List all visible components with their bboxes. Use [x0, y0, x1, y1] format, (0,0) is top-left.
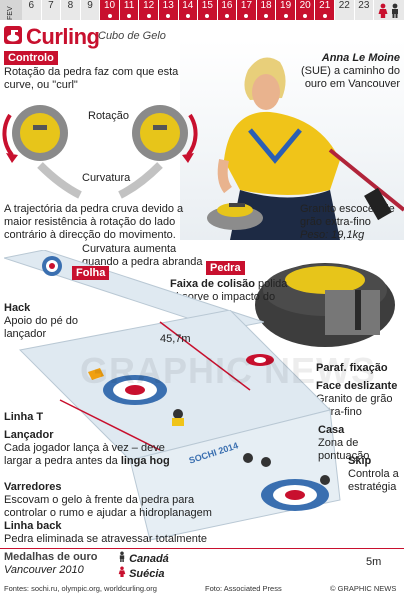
calendar-day-active: 10: [100, 0, 120, 20]
calendar-day-active: 14: [178, 0, 199, 20]
calendar-day-active: 19: [276, 0, 296, 20]
calendar-day: 6: [22, 0, 42, 20]
sliding-face-title: Face deslizante: [316, 380, 398, 392]
curvature-note: Curvatura aumenta quando a pedra abranda: [82, 243, 203, 268]
calendar-day-active: 20: [295, 0, 316, 20]
gender-icons: [374, 0, 404, 20]
varredores-text: Escovam o gelo à frente da pedra para co…: [4, 494, 212, 519]
controlo-tag: Controlo: [4, 51, 58, 65]
medal-men-country: Canadá: [129, 553, 169, 565]
casa-label: Casa Zona de pontuação: [318, 424, 402, 463]
calendar-day-active: 21: [315, 0, 335, 20]
sheet-width: 5m: [366, 556, 382, 568]
small-stone: [207, 203, 263, 230]
calendar-day-active: 15: [198, 0, 218, 20]
calendar-day-active: 18: [256, 0, 277, 20]
medals-title: Medalhas de ouro: [4, 551, 98, 563]
lancador-text: Cada jogador lança à vez – deve largar a…: [4, 442, 165, 467]
calendar-day: 7: [42, 0, 62, 20]
calendar-day: 8: [61, 0, 81, 20]
calendar-day-active: 17: [237, 0, 257, 20]
hack-label: Hack Apoio do pé do lançador: [4, 302, 84, 341]
collision-band: Faixa de colisão polida absorve o impact…: [170, 278, 300, 317]
stone-cross-section: [255, 263, 395, 347]
curvature-label: Curvatura: [82, 172, 131, 184]
linha-back-label: Linha back Pedra eliminada se atravessar…: [4, 520, 244, 546]
lancador-title: Lançador: [4, 429, 54, 441]
calendar-day: 9: [81, 0, 101, 20]
linha-back-title: Linha back: [4, 520, 62, 532]
footer-sources: Fontes: sochi.ru, olympic.org, worldcurl…: [4, 584, 157, 593]
casa-text: Zona de pontuação: [318, 437, 370, 462]
athlete-info: (SUE) a caminho do ouro em Vancouver: [300, 65, 400, 90]
skip-text: Controla a estratégia: [348, 468, 399, 493]
medals-divider: [0, 548, 404, 549]
sheet-main: [18, 310, 341, 541]
curling-icon: [4, 26, 22, 44]
controlo-description: A trajectória da pedra cruva devido a ma…: [4, 203, 184, 241]
folha-tag: Folha: [72, 266, 110, 280]
hack-text: Apoio do pé do lançador: [4, 315, 79, 340]
athlete-photo: [180, 40, 404, 240]
female-icon: [378, 3, 388, 18]
varredores-title: Varredores: [4, 481, 62, 493]
page-title: Curling: [26, 24, 100, 49]
lancador-label: Lançador Cada jogador lança à vez – deve…: [4, 429, 174, 468]
footer-photo: Foto: Associated Press: [205, 584, 282, 593]
footer-credit: © GRAPHIC NEWS: [330, 584, 397, 593]
skip-title: Skip: [348, 455, 372, 467]
hack-title: Hack: [4, 302, 31, 314]
male-icon: [119, 551, 125, 562]
medals-subtitle: Vancouver 2010: [4, 564, 84, 576]
page-subtitle: Cubo de Gelo: [98, 30, 166, 42]
calendar-day-active: 11: [119, 0, 140, 20]
calendar-day-active: 12: [139, 0, 159, 20]
skip-label: Skip Controla a estratégia: [348, 455, 402, 494]
calendar-day-active: 13: [158, 0, 179, 20]
bolt-label: Paraf. fixação: [316, 362, 388, 374]
pedra-tag: Pedra: [206, 261, 245, 275]
rotation-diagram: [2, 105, 198, 199]
female-icon: [118, 566, 126, 577]
calendar-day: 23: [355, 0, 375, 20]
linha-back-text: Pedra eliminada se atravessar totalmente: [4, 533, 207, 545]
medal-men: Canadá: [118, 551, 169, 566]
stone-description: Granito escocês de grão extra-fino Peso:…: [300, 203, 400, 242]
controlo-text: Rotação da pedra faz com que esta curve,…: [4, 66, 179, 91]
calendar-strip: FEV 6 7 8 9 10 11 12 13 14 15 16 17 18 1…: [0, 0, 404, 20]
athlete-name: Anna Le Moine: [321, 52, 400, 64]
male-icon: [392, 3, 399, 18]
medals-header: Medalhas de ouro Vancouver 2010: [4, 551, 114, 577]
watermark: GRAPHIC NEWS: [80, 350, 377, 391]
calendar-day-active: 16: [217, 0, 238, 20]
hog-line-text: linga hog: [120, 455, 170, 467]
stone-weight: Peso: 19,1kg: [300, 229, 365, 241]
collision-band-title: Faixa de colisão: [170, 278, 255, 290]
medal-women-country: Suécia: [129, 568, 165, 580]
varredores-label: Varredores Escovam o gelo à frente da pe…: [4, 481, 224, 520]
athlete-caption: Anna Le Moine (SUE) a caminho do ouro em…: [300, 52, 400, 91]
stone-material: Granito escocês de grão extra-fino: [300, 203, 395, 228]
calendar-day: 22: [335, 0, 355, 20]
linha-t-label: Linha T: [4, 411, 44, 423]
casa-title: Casa: [318, 424, 345, 436]
rotation-label: Rotação: [88, 110, 129, 122]
calendar-month: FEV: [0, 0, 22, 20]
medal-women: Suécia: [118, 566, 165, 581]
sheet-upper: [4, 250, 264, 330]
sheet-length: 45,7m: [160, 333, 191, 345]
